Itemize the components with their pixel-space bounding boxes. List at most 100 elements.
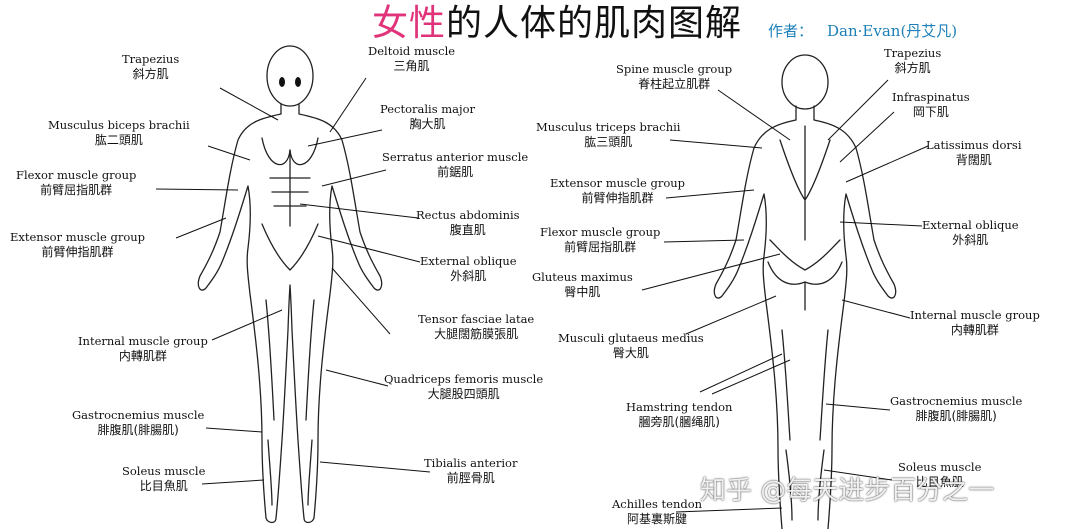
back-label-latissimus: Latissimus dorsi 背闊肌 <box>926 138 1022 168</box>
front-label-gastrocnemius: Gastrocnemius muscle 腓腹肌(腓腸肌) <box>72 408 204 438</box>
label-zh: 内轉肌群 <box>950 323 999 337</box>
label-zh: 岡下肌 <box>912 105 949 119</box>
back-label-flexor: Flexor muscle group 前臂屈指肌群 <box>540 225 660 255</box>
back-figure <box>713 54 897 529</box>
label-zh: 阿基裏斯腱 <box>627 512 688 526</box>
back-label-gluteus-maximus: Gluteus maximus 臀中肌 <box>532 270 633 300</box>
label-en: Soleus muscle <box>898 460 982 474</box>
label-zh: 脊柱起立肌群 <box>638 77 711 91</box>
back-label-hamstring: Hamstring tendon 膕旁肌(膕绳肌) <box>626 400 732 430</box>
back-label-extensor: Extensor muscle group 前臂伸指肌群 <box>550 176 685 206</box>
label-en: External oblique <box>420 254 517 268</box>
label-zh: 肱三頭肌 <box>584 135 633 149</box>
front-label-internal-group: Internal muscle group 内轉肌群 <box>78 334 208 364</box>
front-label-pectoralis: Pectoralis major 胸大肌 <box>380 102 475 132</box>
label-en: Musculus biceps brachii <box>48 118 190 132</box>
label-zh: 腹直肌 <box>449 223 486 237</box>
back-leader-lines <box>641 79 929 513</box>
front-label-deltoid: Deltoid muscle 三角肌 <box>368 44 455 74</box>
label-en: Rectus abdominis <box>416 208 520 222</box>
label-zh: 腓腹肌(腓腸肌) <box>97 423 179 437</box>
label-en: Gastrocnemius muscle <box>72 408 205 422</box>
label-en: External oblique <box>922 218 1019 232</box>
label-zh: 大腿股四頭肌 <box>427 387 500 401</box>
label-zh: 臀中肌 <box>564 285 601 299</box>
back-label-soleus: Soleus muscle 比目魚肌 <box>898 460 981 490</box>
label-zh: 背闊肌 <box>955 153 992 167</box>
front-figure <box>197 45 383 524</box>
front-label-rectus-abdominis: Rectus abdominis 腹直肌 <box>416 208 520 238</box>
front-label-quadriceps: Quadriceps femoris muscle 大腿股四頭肌 <box>384 372 543 402</box>
title-rest: 的人体的肌肉图解 <box>446 3 743 44</box>
label-en: Pectoralis major <box>380 102 476 116</box>
label-en: Hamstring tendon <box>626 400 733 414</box>
page-title: 女性的人体的肌肉图解 <box>372 2 742 46</box>
label-en: Trapezius <box>884 46 942 60</box>
label-en: Extensor muscle group <box>550 176 686 190</box>
author-name: Dan·Evan(丹艾凡) <box>827 22 958 40</box>
label-zh: 斜方肌 <box>132 67 169 81</box>
label-en: Achilles tendon <box>612 497 703 511</box>
label-en: Deltoid muscle <box>368 44 456 58</box>
label-zh: 前臂屈指肌群 <box>564 240 637 254</box>
title-accent: 女性 <box>372 3 447 44</box>
front-label-trapezius: Trapezius 斜方肌 <box>122 52 179 82</box>
front-label-serratus: Serratus anterior muscle 前鋸肌 <box>382 150 528 180</box>
front-label-external-oblique: External oblique 外斜肌 <box>420 254 517 284</box>
back-label-external-oblique: External oblique 外斜肌 <box>922 218 1019 248</box>
author-credit: 作者： Dan·Evan(丹艾凡) <box>768 20 957 41</box>
front-label-soleus: Soleus muscle 比目魚肌 <box>122 464 205 494</box>
label-zh: 斜方肌 <box>894 61 931 75</box>
label-en: Quadriceps femoris muscle <box>384 372 544 386</box>
label-zh: 外斜肌 <box>952 233 989 247</box>
label-en: Spine muscle group <box>616 62 733 76</box>
back-label-spine-group: Spine muscle group 脊柱起立肌群 <box>616 62 732 92</box>
label-en: Infraspinatus <box>892 90 970 104</box>
label-en: Gastrocnemius muscle <box>890 394 1023 408</box>
back-label-triceps: Musculus triceps brachii 肱三頭肌 <box>536 120 680 150</box>
label-zh: 比目魚肌 <box>915 475 964 489</box>
label-zh: 外斜肌 <box>450 269 487 283</box>
front-label-tibialis: Tibialis anterior 前脛骨肌 <box>424 456 517 486</box>
label-zh: 前臂屈指肌群 <box>40 183 113 197</box>
label-zh: 胸大肌 <box>409 117 446 131</box>
label-en: Flexor muscle group <box>540 225 661 239</box>
label-zh: 前鋸肌 <box>437 165 474 179</box>
label-zh: 前臂伸指肌群 <box>581 191 654 205</box>
label-en: Tensor fasciae latae <box>418 312 535 326</box>
back-label-gastrocnemius: Gastrocnemius muscle 腓腹肌(腓腸肌) <box>890 394 1022 424</box>
label-en: Internal muscle group <box>78 334 208 348</box>
label-zh: 内轉肌群 <box>118 349 167 363</box>
front-label-extensor: Extensor muscle group 前臂伸指肌群 <box>10 230 145 260</box>
label-en: Flexor muscle group <box>16 168 137 182</box>
label-zh: 大腿闊筋膜張肌 <box>434 327 519 341</box>
label-en: Trapezius <box>122 52 180 66</box>
label-zh: 三角肌 <box>393 59 430 73</box>
front-label-flexor: Flexor muscle group 前臂屈指肌群 <box>16 168 136 198</box>
label-en: Soleus muscle <box>122 464 206 478</box>
back-label-infraspinatus: Infraspinatus 岡下肌 <box>892 90 970 120</box>
front-label-tensor-fasciae: Tensor fasciae latae 大腿闊筋膜張肌 <box>418 312 534 342</box>
front-leader-lines <box>155 77 431 485</box>
label-zh: 比目魚肌 <box>139 479 188 493</box>
label-zh: 臀大肌 <box>612 346 649 360</box>
label-en: Gluteus maximus <box>532 270 633 284</box>
label-en: Musculi glutaeus medius <box>558 331 704 345</box>
label-zh: 腓腹肌(腓腸肌) <box>915 409 997 423</box>
label-zh: 前臂伸指肌群 <box>41 245 114 259</box>
back-label-gluteus-medius: Musculi glutaeus medius 臀大肌 <box>558 331 704 361</box>
back-label-internal-group: Internal muscle group 内轉肌群 <box>910 308 1040 338</box>
label-en: Latissimus dorsi <box>926 138 1022 152</box>
front-label-biceps: Musculus biceps brachii 肱二頭肌 <box>48 118 190 148</box>
label-en: Extensor muscle group <box>10 230 146 244</box>
label-en: Tibialis anterior <box>424 456 518 470</box>
author-label: 作者： <box>768 22 814 40</box>
label-en: Musculus triceps brachii <box>536 120 681 134</box>
label-zh: 前脛骨肌 <box>446 471 495 485</box>
label-en: Internal muscle group <box>910 308 1040 322</box>
watermark: 知乎 @每天进步百分之一 <box>700 476 995 506</box>
label-en: Serratus anterior muscle <box>382 150 529 164</box>
back-label-trapezius: Trapezius 斜方肌 <box>884 46 941 76</box>
